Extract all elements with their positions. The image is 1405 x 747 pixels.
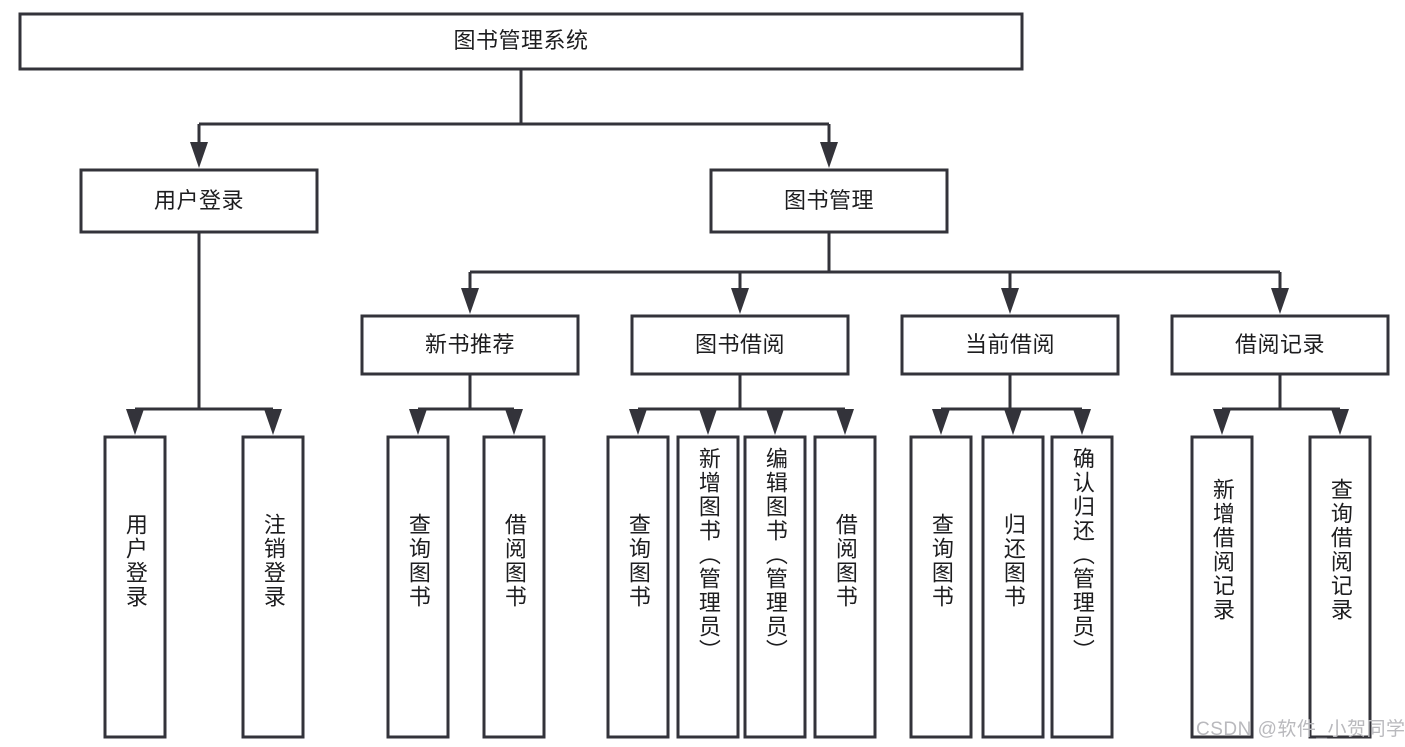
node-box-current-borrow[interactable]	[900, 314, 1120, 376]
node-box-leaf-query-book-2[interactable]	[606, 435, 670, 739]
arrow-head-to-leaf-return-book	[1004, 409, 1022, 435]
arrow-head-to-leaf-logout	[264, 409, 282, 435]
node-box-new-book-recommend[interactable]	[360, 314, 580, 376]
node-box-leaf-return-book[interactable]	[981, 435, 1045, 739]
arrow-head-to-leaf-confirm-return	[1073, 409, 1091, 435]
node-box-leaf-confirm-return[interactable]	[1050, 435, 1114, 739]
node-box-leaf-borrow-book-2[interactable]	[813, 435, 877, 739]
arrow-head-to-borrow-record	[1271, 288, 1289, 314]
node-box-root[interactable]	[18, 12, 1024, 71]
arrow-head-to-leaf-query-book-1	[409, 409, 427, 435]
arrow-head-to-leaf-borrow-book-1	[505, 409, 523, 435]
node-box-leaf-user-login[interactable]	[103, 435, 167, 739]
arrow-head-to-leaf-query-book-3	[932, 409, 950, 435]
node-box-leaf-add-record[interactable]	[1190, 435, 1254, 739]
arrow-head-to-leaf-user-login	[126, 409, 144, 435]
node-box-leaf-edit-book[interactable]	[743, 435, 807, 739]
node-box-leaf-query-book-3[interactable]	[909, 435, 973, 739]
node-box-leaf-logout[interactable]	[241, 435, 305, 739]
arrow-head-to-leaf-query-record	[1331, 409, 1349, 435]
node-box-leaf-borrow-book-1[interactable]	[482, 435, 546, 739]
node-box-leaf-query-book-1[interactable]	[386, 435, 450, 739]
arrow-head-to-user-login	[190, 142, 208, 168]
arrow-head-to-book-borrow	[731, 288, 749, 314]
arrow-head-to-leaf-query-book-2	[629, 409, 647, 435]
node-box-borrow-record[interactable]	[1170, 314, 1390, 376]
arrow-head-to-leaf-add-book	[699, 409, 717, 435]
node-box-user-login[interactable]	[79, 168, 319, 234]
node-box-leaf-query-record[interactable]	[1308, 435, 1372, 739]
node-box-leaf-add-book[interactable]	[676, 435, 740, 739]
arrow-head-to-new-book-recommend	[461, 288, 479, 314]
csdn-watermark: CSDN @软件_小贺同学	[1196, 719, 1405, 740]
arrow-head-to-leaf-edit-book	[766, 409, 784, 435]
node-box-book-borrow[interactable]	[630, 314, 850, 376]
node-box-book-management[interactable]	[709, 168, 949, 234]
arrow-head-to-book-management	[820, 142, 838, 168]
arrow-head-to-leaf-add-record	[1213, 409, 1231, 435]
arrow-head-to-leaf-borrow-book-2	[836, 409, 854, 435]
arrow-head-to-current-borrow	[1001, 288, 1019, 314]
